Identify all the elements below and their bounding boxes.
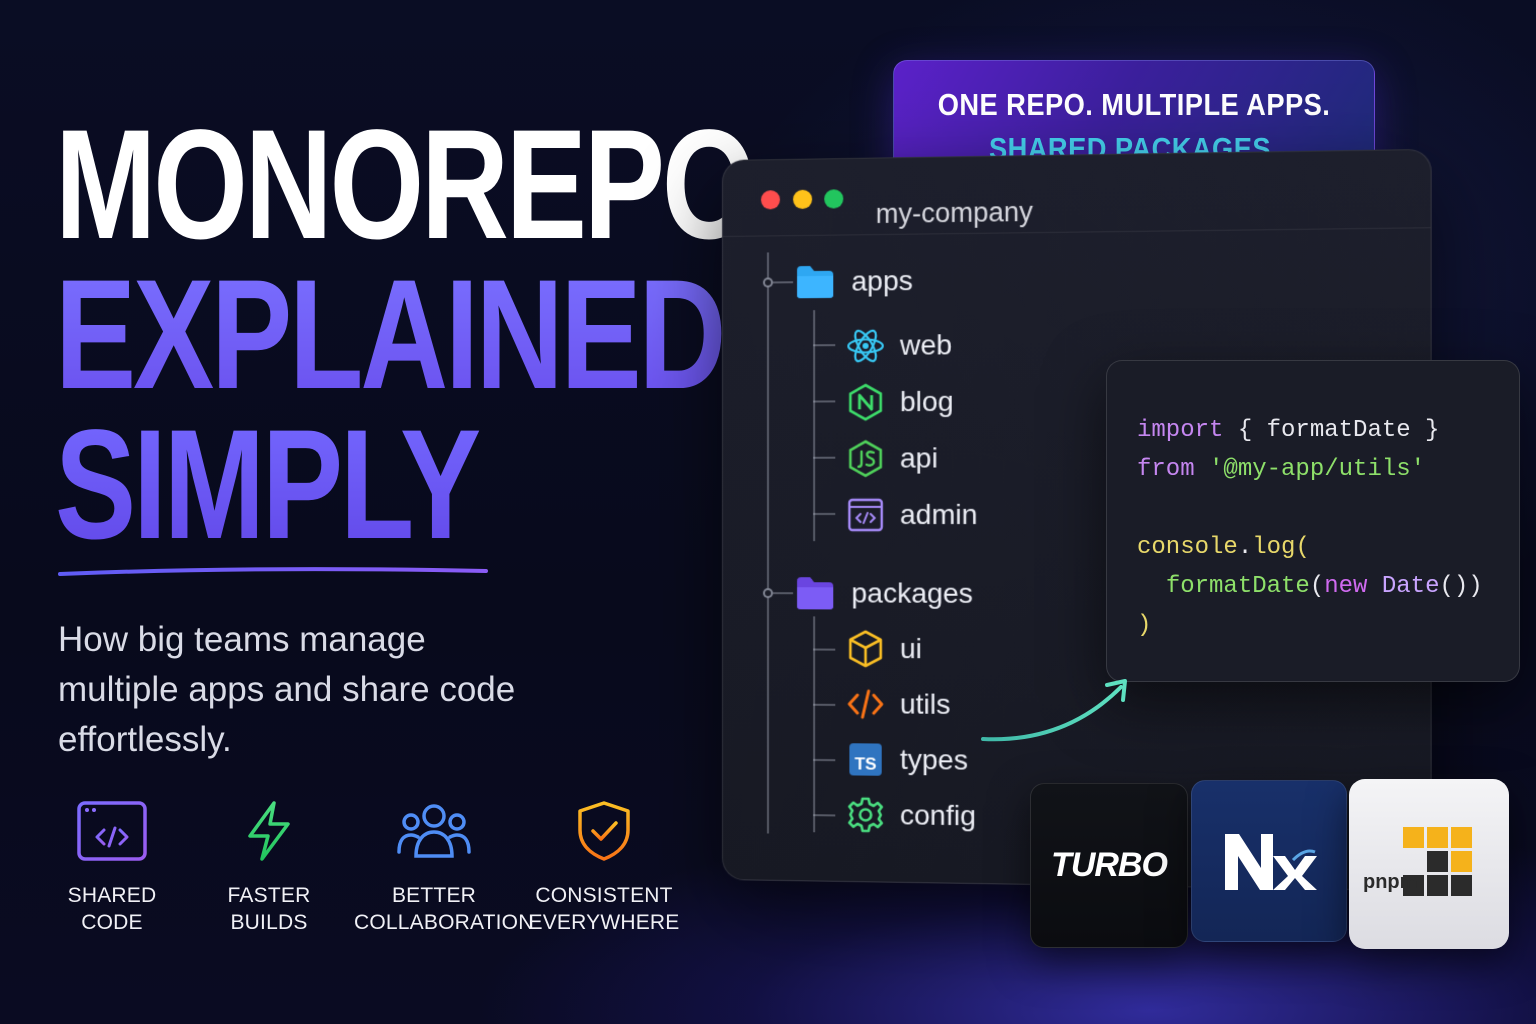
tree-connector xyxy=(813,344,836,347)
headline-line-2: EXPLAINED xyxy=(55,257,753,413)
tree-connector xyxy=(813,648,836,651)
code-line-5: formatDate(new Date()) xyxy=(1165,573,1483,600)
tree-node xyxy=(762,588,773,599)
headline: MONOREPO EXPLAINED SIMPLY xyxy=(55,98,950,563)
tree-connector xyxy=(813,814,836,817)
tree-connector xyxy=(813,456,836,459)
file-label: utils xyxy=(899,688,951,720)
tree-connector xyxy=(772,592,794,595)
headline-line-3: SIMPLY xyxy=(55,407,753,563)
tree-connector xyxy=(813,703,836,706)
pnpm-logo: pnpm xyxy=(1349,779,1509,949)
code-line-1: import { formatDate } xyxy=(1137,417,1440,444)
code-line-blank xyxy=(1137,489,1519,528)
shield-check-icon xyxy=(578,801,630,861)
tree-connector xyxy=(772,281,794,284)
file-types[interactable]: TS types xyxy=(845,739,968,781)
tree-connector xyxy=(813,512,836,515)
tree-connector xyxy=(813,400,836,403)
badge-line-1: ONE REPO. MULTIPLE APPS. xyxy=(937,87,1331,122)
folder-label: packages xyxy=(851,577,973,609)
gear-icon xyxy=(845,794,885,835)
pnpm-logo-text: pnpm xyxy=(1363,871,1418,893)
code-snippet-card: import { formatDate } from '@my-app/utils… xyxy=(1106,360,1520,682)
code-brackets-icon xyxy=(845,684,885,725)
file-explorer-window: my-company apps web xyxy=(722,148,1432,892)
file-utils[interactable]: utils xyxy=(845,684,951,725)
file-label: blog xyxy=(899,385,954,418)
cube-icon xyxy=(845,629,885,669)
folder-label: apps xyxy=(851,264,913,297)
file-blog[interactable]: blog xyxy=(845,382,954,423)
file-label: types xyxy=(899,743,968,776)
file-label: ui xyxy=(899,632,923,665)
lightning-icon xyxy=(248,801,290,861)
file-api[interactable]: api xyxy=(845,438,938,479)
tree-node xyxy=(762,277,773,288)
code-line-6: ) xyxy=(1137,612,1152,639)
react-icon xyxy=(845,326,885,367)
file-label: config xyxy=(899,799,976,832)
file-tree: apps web blog api admin xyxy=(723,150,1431,890)
file-label: web xyxy=(899,329,953,361)
file-admin[interactable]: admin xyxy=(845,495,977,535)
nodejs-icon xyxy=(845,438,885,478)
pnpm-blocks-icon xyxy=(1403,827,1472,896)
tree-connector xyxy=(766,252,769,834)
headline-underline xyxy=(58,567,488,576)
file-ui[interactable]: ui xyxy=(845,629,922,670)
people-icon xyxy=(397,804,471,858)
code-window-icon xyxy=(845,495,885,535)
nx-logo xyxy=(1191,780,1347,942)
file-label: admin xyxy=(899,498,978,531)
typescript-icon: TS xyxy=(845,739,885,780)
nx-icon xyxy=(1225,834,1317,890)
code-line-4: console.log( xyxy=(1137,534,1310,561)
file-config[interactable]: config xyxy=(845,794,976,836)
turbo-logo-text: TURBO xyxy=(1051,846,1168,884)
code-line-2: from '@my-app/utils' xyxy=(1137,456,1426,483)
arrow-icon xyxy=(981,679,1127,742)
svg-text:TS: TS xyxy=(855,754,877,773)
nextjs-icon xyxy=(845,382,885,422)
code-window-icon xyxy=(77,801,147,861)
file-web[interactable]: web xyxy=(845,325,952,366)
tree-connector xyxy=(813,758,836,762)
headline-line-1: MONOREPO xyxy=(55,98,757,272)
turbo-logo: TURBO xyxy=(1030,783,1188,948)
folder-icon xyxy=(795,262,835,303)
folder-packages[interactable]: packages xyxy=(795,573,973,614)
file-label: api xyxy=(899,442,938,474)
folder-icon xyxy=(795,573,835,613)
folder-apps[interactable]: apps xyxy=(795,261,913,302)
subtitle: How big teams manage multiple apps and s… xyxy=(58,620,516,759)
